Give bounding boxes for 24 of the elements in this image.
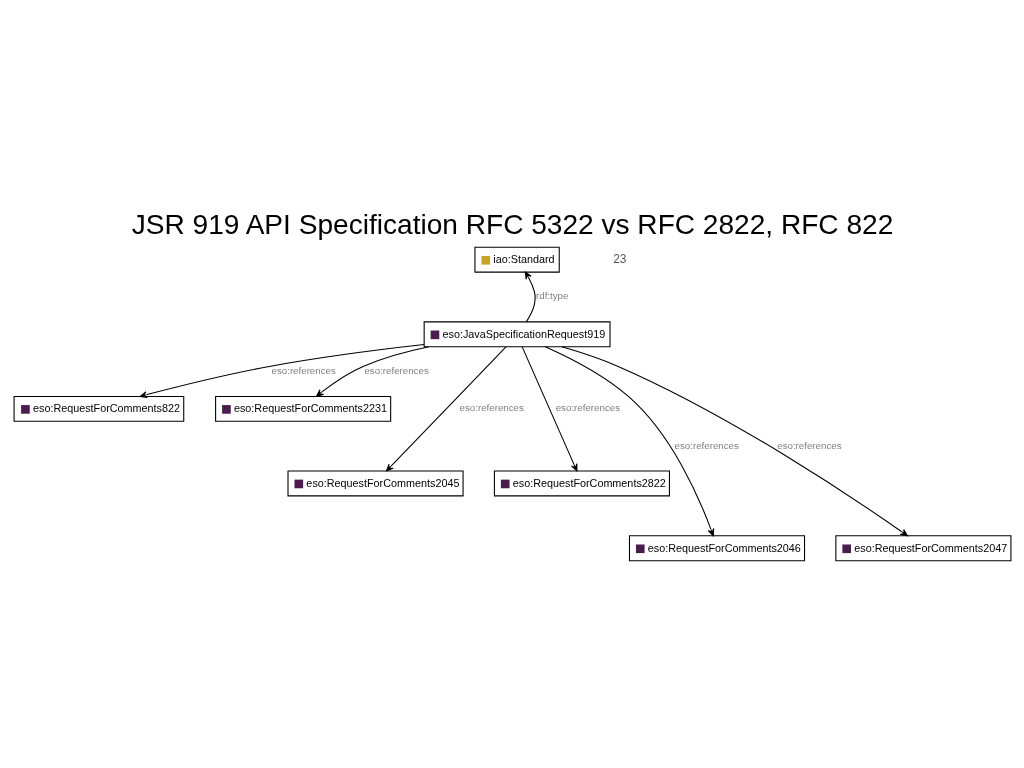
edge-label: eso:references	[271, 364, 336, 376]
edge-label: eso:references	[776, 439, 842, 451]
arrow	[544, 346, 714, 537]
arrow	[315, 346, 429, 397]
arrow	[524, 271, 536, 323]
node-box: eso:RequestForComments2045	[286, 470, 464, 497]
arrow	[560, 346, 908, 537]
edge-label: eso:references	[363, 364, 429, 376]
node-box: eso:RequestForComments822	[13, 395, 184, 422]
arrow	[521, 346, 577, 472]
node-box: eso:RequestForComments2046	[628, 535, 805, 562]
node-box: eso:JavaSpecificationRequest919	[423, 321, 611, 348]
edge-label: eso:references	[555, 402, 620, 414]
label: 23	[612, 251, 626, 266]
edge-label: eso:references	[674, 439, 739, 451]
edge-label: rdf:type	[535, 290, 568, 302]
edge-label: eso:references	[459, 402, 524, 414]
arrow	[385, 346, 507, 472]
arrow	[139, 343, 425, 399]
node-box: eso:RequestForComments2822	[493, 470, 670, 497]
diagram-title: JSR 919 API Specification RFC 5322 vs RFC 2822, RFC 822	[131, 209, 893, 241]
node-box: iao:Standard	[473, 246, 560, 273]
node-box: eso:RequestForComments2047	[834, 535, 1011, 562]
node-box: eso:RequestForComments2231	[214, 395, 391, 422]
